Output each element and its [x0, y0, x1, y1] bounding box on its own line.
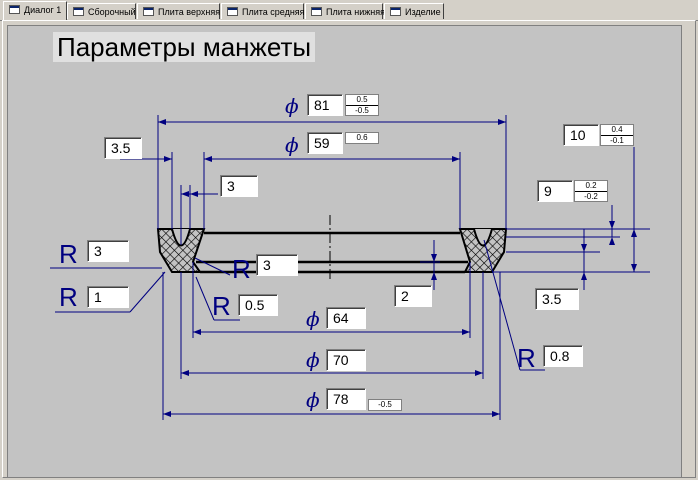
diameter-81-input[interactable]: 81	[307, 94, 343, 116]
tab-icon	[390, 7, 401, 16]
tab-assembly[interactable]: Сборочный	[67, 3, 136, 19]
tab-plate-upper[interactable]: Плита верхняя	[137, 3, 220, 19]
radius-3-outer-input[interactable]: 3	[87, 240, 129, 262]
radius-symbol: R	[232, 254, 251, 284]
diameter-symbol: ϕ	[306, 348, 320, 372]
height-3-5-input[interactable]: 3.5	[535, 288, 579, 310]
tolerance-upper[interactable]: 0.2	[575, 181, 607, 192]
tab-bar: Диалог 1 Сборочный Плита верхняя Плита с…	[0, 0, 698, 21]
diameter-symbol: ϕ	[285, 94, 299, 118]
diameter-59-tolerance[interactable]: 0.6	[345, 132, 379, 144]
tab-product[interactable]: Изделие	[384, 3, 444, 19]
radius-symbol: R	[59, 282, 78, 312]
tab-icon	[9, 5, 20, 14]
dimension-arrows	[158, 119, 637, 417]
tab-icon	[143, 7, 154, 16]
diameter-81-tolerance[interactable]: 0.5-0.5	[345, 94, 379, 116]
tab-icon	[227, 7, 238, 16]
tab-plate-lower[interactable]: Плита нижняя	[305, 3, 386, 19]
diameter-symbol: ϕ	[306, 307, 320, 331]
tab-label: Изделие	[405, 7, 441, 17]
diameter-70-input[interactable]: 70	[326, 349, 366, 371]
tab-plate-middle[interactable]: Плита средняя	[221, 3, 305, 19]
dimension-lines	[50, 115, 650, 420]
tab-dialog-1[interactable]: Диалог 1	[3, 1, 67, 20]
radius-symbol: R	[517, 343, 536, 373]
seal-section-right	[458, 228, 508, 273]
tab-icon	[73, 7, 84, 16]
radius-0-5-input[interactable]: 0.5	[238, 294, 278, 316]
diameter-78-tolerance[interactable]: -0.5	[368, 399, 402, 411]
diameter-symbol: ϕ	[285, 133, 299, 157]
seal-section-left	[156, 228, 206, 273]
width-3-input[interactable]: 3	[220, 175, 258, 197]
tolerance-upper[interactable]: 0.5	[346, 95, 378, 106]
tab-label: Плита средняя	[242, 7, 305, 17]
tolerance-upper[interactable]: 0.4	[601, 125, 633, 136]
radius-1-input[interactable]: 1	[87, 286, 129, 308]
diameter-59-input[interactable]: 59	[307, 132, 343, 154]
width-3-5-input[interactable]: 3.5	[104, 137, 142, 159]
height-9-tolerance[interactable]: 0.2-0.2	[574, 180, 608, 202]
tolerance-lower[interactable]: -0.5	[355, 106, 369, 115]
radius-0-8-input[interactable]: 0.8	[543, 345, 583, 367]
tolerance-lower[interactable]: -0.1	[610, 136, 624, 145]
tab-label: Диалог 1	[24, 5, 62, 15]
height-9-input[interactable]: 9	[537, 180, 573, 202]
height-10-tolerance[interactable]: 0.4-0.1	[600, 124, 634, 146]
diameter-78-input[interactable]: 78	[326, 388, 366, 410]
diameter-symbol: ϕ	[306, 388, 320, 412]
radius-symbol: R	[212, 291, 231, 321]
tab-icon	[311, 7, 322, 16]
diameter-64-input[interactable]: 64	[326, 307, 366, 329]
tab-label: Плита верхняя	[158, 7, 221, 17]
tab-label: Плита нижняя	[326, 7, 386, 17]
page-title: Параметры манжеты	[53, 32, 316, 62]
height-10-input[interactable]: 10	[563, 124, 599, 146]
tolerance-lower[interactable]: -0.2	[584, 192, 598, 201]
radius-symbol: R	[59, 239, 78, 269]
tab-label: Сборочный	[88, 7, 136, 17]
height-2-input[interactable]: 2	[394, 285, 432, 307]
radius-3-inner-input[interactable]: 3	[256, 254, 298, 276]
